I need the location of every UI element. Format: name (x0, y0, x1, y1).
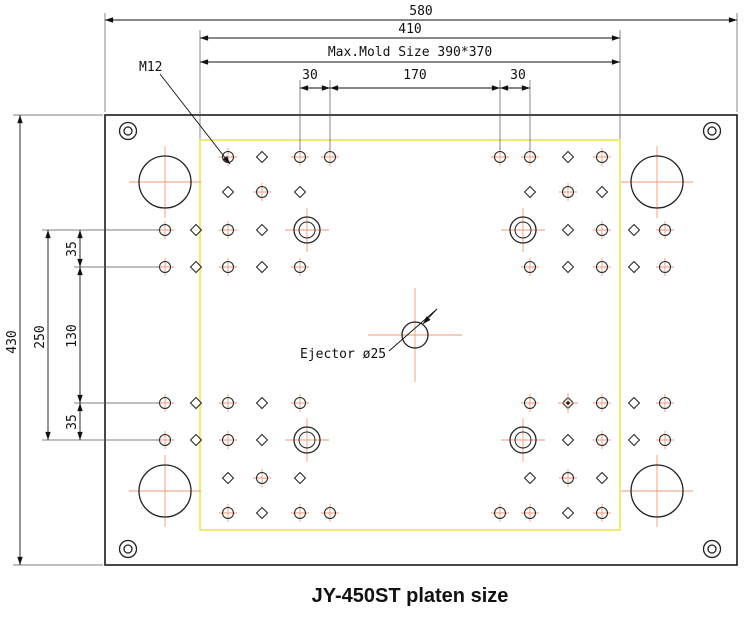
extension-lines (13, 13, 738, 566)
datum-marker (558, 393, 578, 413)
dim-row-gap-bottom: 35 (65, 414, 80, 430)
dim-hole-span-center: 170 (403, 68, 426, 83)
ejector-hole (368, 288, 462, 382)
dim-row-gap-top: 35 (65, 241, 80, 257)
dim-bolt-rows-span: 250 (33, 325, 48, 348)
dim-mold-area-width: 410 (398, 22, 421, 37)
dim-overall-width: 580 (409, 4, 432, 19)
ejector-callout: Ejector ø25 (300, 308, 438, 362)
dimension-lines (17, 17, 737, 565)
dim-hole-offset-left: 30 (302, 68, 318, 83)
dim-center-span: 130 (65, 324, 80, 347)
drawing-title: JY-450ST platen size (312, 585, 509, 607)
thread-label: M12 (139, 60, 162, 75)
dim-max-mold-size: Max.Mold Size 390*370 (328, 45, 492, 60)
dim-overall-height: 430 (5, 330, 20, 353)
dim-hole-offset-right: 30 (510, 68, 526, 83)
thread-callout: M12 (139, 60, 231, 165)
mold-area-outline (199, 139, 621, 531)
ejector-label: Ejector ø25 (300, 347, 386, 362)
